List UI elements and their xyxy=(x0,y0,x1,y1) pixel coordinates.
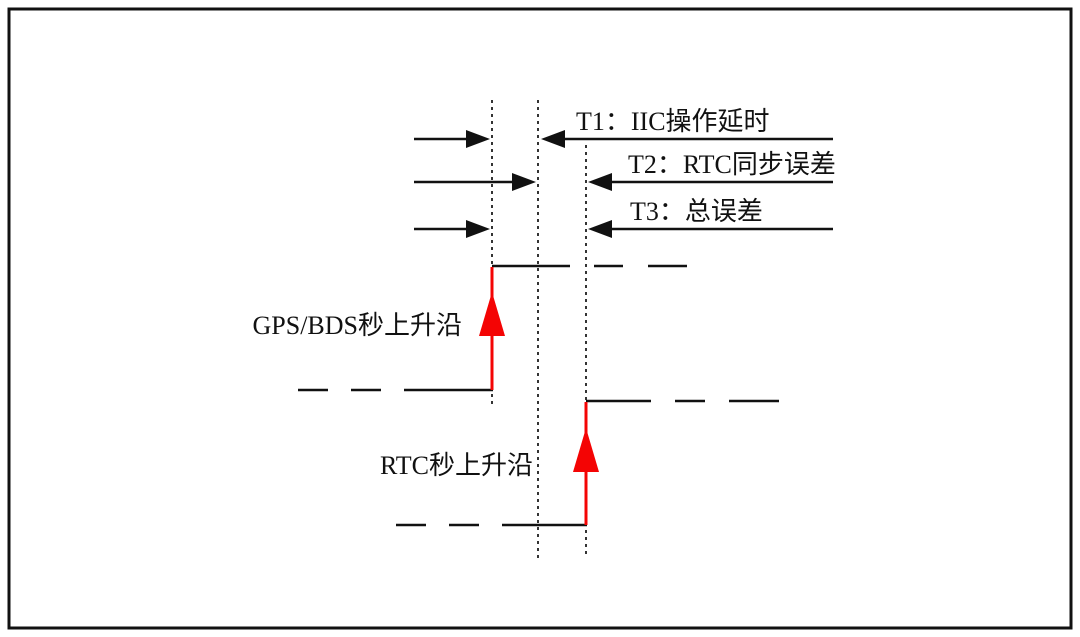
rtc-waveform: RTC秒上升沿 xyxy=(380,399,779,527)
gps-rising-edge-arrowhead-icon xyxy=(479,292,505,336)
t2-left-arrowhead-icon xyxy=(588,173,612,191)
rtc-signal-label: RTC秒上升沿 xyxy=(380,451,533,480)
t2-measurement: T2：RTC同步误差 xyxy=(414,150,836,191)
t1-left-arrowhead-icon xyxy=(541,130,565,148)
t3-left-arrowhead-icon xyxy=(588,220,612,238)
t1-label: T1：IIC操作延时 xyxy=(576,107,770,136)
t1-right-arrowhead-icon xyxy=(466,130,490,148)
t2-right-arrowhead-icon xyxy=(512,173,536,191)
t1-measurement: T1：IIC操作延时 xyxy=(414,107,833,148)
rtc-rising-edge-arrowhead-icon xyxy=(573,428,599,472)
t3-measurement: T3：总误差 xyxy=(414,197,833,238)
gps-waveform: GPS/BDS秒上升沿 xyxy=(253,264,687,392)
t2-label: T2：RTC同步误差 xyxy=(628,150,836,179)
t3-right-arrowhead-icon xyxy=(466,220,490,238)
gps-signal-label: GPS/BDS秒上升沿 xyxy=(253,311,463,340)
diagram-border xyxy=(7,7,1073,630)
t3-label: T3：总误差 xyxy=(630,197,763,226)
